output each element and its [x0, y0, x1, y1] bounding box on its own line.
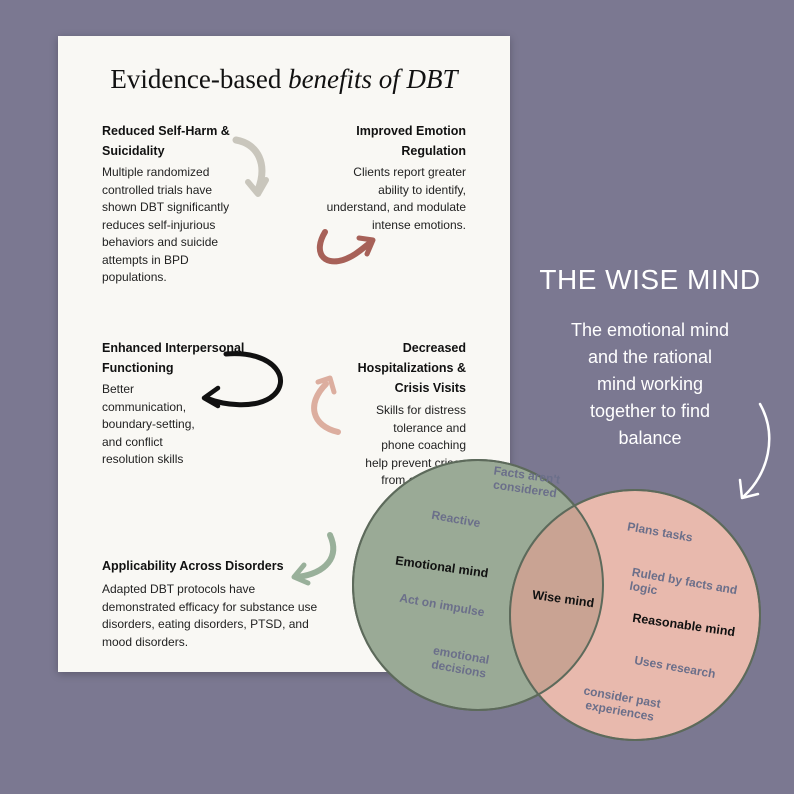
- wise-mind-title: THE WISE MIND: [539, 264, 761, 295]
- section-heading-interpersonal: Enhanced Interpersonal Functioning: [102, 338, 244, 378]
- body-line: reduces self-injurious: [102, 217, 216, 232]
- body-line: controlled trials have: [102, 182, 213, 197]
- body-line: Adapted DBT protocols have: [102, 582, 256, 596]
- title-italic: benefits of DBT: [288, 64, 458, 94]
- title-plain: Evidence-based: [110, 64, 289, 94]
- body-line: Multiple randomized: [102, 165, 210, 179]
- section-heading-hospitalizations: Decreased Hospitalizations & Crisis Visi…: [358, 338, 466, 398]
- section-body-interpersonal: Better communication, boundary-setting, …: [102, 381, 195, 469]
- body-line: intense emotions.: [371, 217, 466, 232]
- heading-line: Decreased: [402, 341, 466, 355]
- curved-arrow-white-icon: [738, 402, 771, 500]
- heading-line: Applicability Across Disorders: [102, 559, 284, 573]
- curved-arrow-down-icon: [232, 136, 269, 197]
- heading-line: Improved Emotion: [356, 124, 466, 138]
- body-line: resolution skills: [102, 452, 184, 466]
- body-line: populations.: [102, 270, 167, 284]
- section-heading-emotion-regulation: Improved Emotion Regulation: [356, 121, 466, 161]
- curved-arrow-up-icon: [311, 375, 341, 435]
- section-heading-disorders: Applicability Across Disorders: [102, 556, 284, 576]
- body-line: disorders, eating disorders, PTSD, and: [102, 617, 309, 631]
- subtitle-line: together to find: [589, 401, 711, 421]
- benefits-card: Evidence-based benefits of DBT Reduced S…: [58, 36, 510, 672]
- body-line: demonstrated efficacy for substance use: [102, 599, 318, 614]
- wise-mind-subtitle: The emotional mind and the rational mind…: [538, 317, 762, 452]
- heading-line: Suicidality: [102, 144, 165, 158]
- section-body-emotion-regulation: Clients report greater ability to identi…: [327, 164, 466, 234]
- body-line: phone coaching: [381, 438, 466, 452]
- heading-line: Crisis Visits: [394, 381, 466, 395]
- heading-line: Hospitalizations &: [357, 361, 466, 375]
- body-line: shown DBT significantly: [102, 200, 230, 214]
- subtitle-line: The emotional mind: [570, 320, 730, 340]
- curved-arrow-right-icon: [316, 229, 376, 265]
- section-heading-self-harm: Reduced Self-Harm & Suicidality: [102, 121, 230, 161]
- body-line: and conflict: [102, 434, 163, 449]
- body-line: ability to identify,: [378, 182, 466, 197]
- body-line: tolerance and: [393, 420, 466, 435]
- body-line: Skills for distress: [375, 403, 466, 417]
- heading-line: Enhanced Interpersonal: [102, 341, 245, 355]
- curved-arrow-left-icon: [201, 351, 283, 409]
- body-line: understand, and modulate: [326, 200, 466, 214]
- card-title: Evidence-based benefits of DBT: [58, 64, 510, 95]
- subtitle-line: and the rational: [587, 347, 713, 367]
- subtitle-line: balance: [618, 428, 682, 448]
- heading-line: Regulation: [401, 144, 466, 158]
- body-line: communication,: [102, 399, 187, 414]
- emotional-mind-outline: [352, 459, 604, 711]
- heading-line: Functioning: [102, 361, 174, 375]
- body-line: attempts in BPD: [102, 252, 189, 267]
- body-line: mood disorders.: [102, 634, 189, 649]
- body-line: behaviors and suicide: [102, 235, 219, 249]
- body-line: Clients report greater: [353, 165, 466, 179]
- section-body-self-harm: Multiple randomized controlled trials ha…: [102, 164, 229, 287]
- subtitle-line: mind working: [596, 374, 704, 394]
- curved-arrow-down-left-icon: [291, 532, 337, 586]
- body-line: Better: [102, 382, 135, 396]
- section-body-disorders: Adapted DBT protocols have demonstrated …: [102, 581, 317, 651]
- heading-line: Reduced Self-Harm &: [102, 124, 230, 138]
- body-line: boundary-setting,: [102, 417, 195, 431]
- reasonable-mind-outline: [509, 489, 761, 741]
